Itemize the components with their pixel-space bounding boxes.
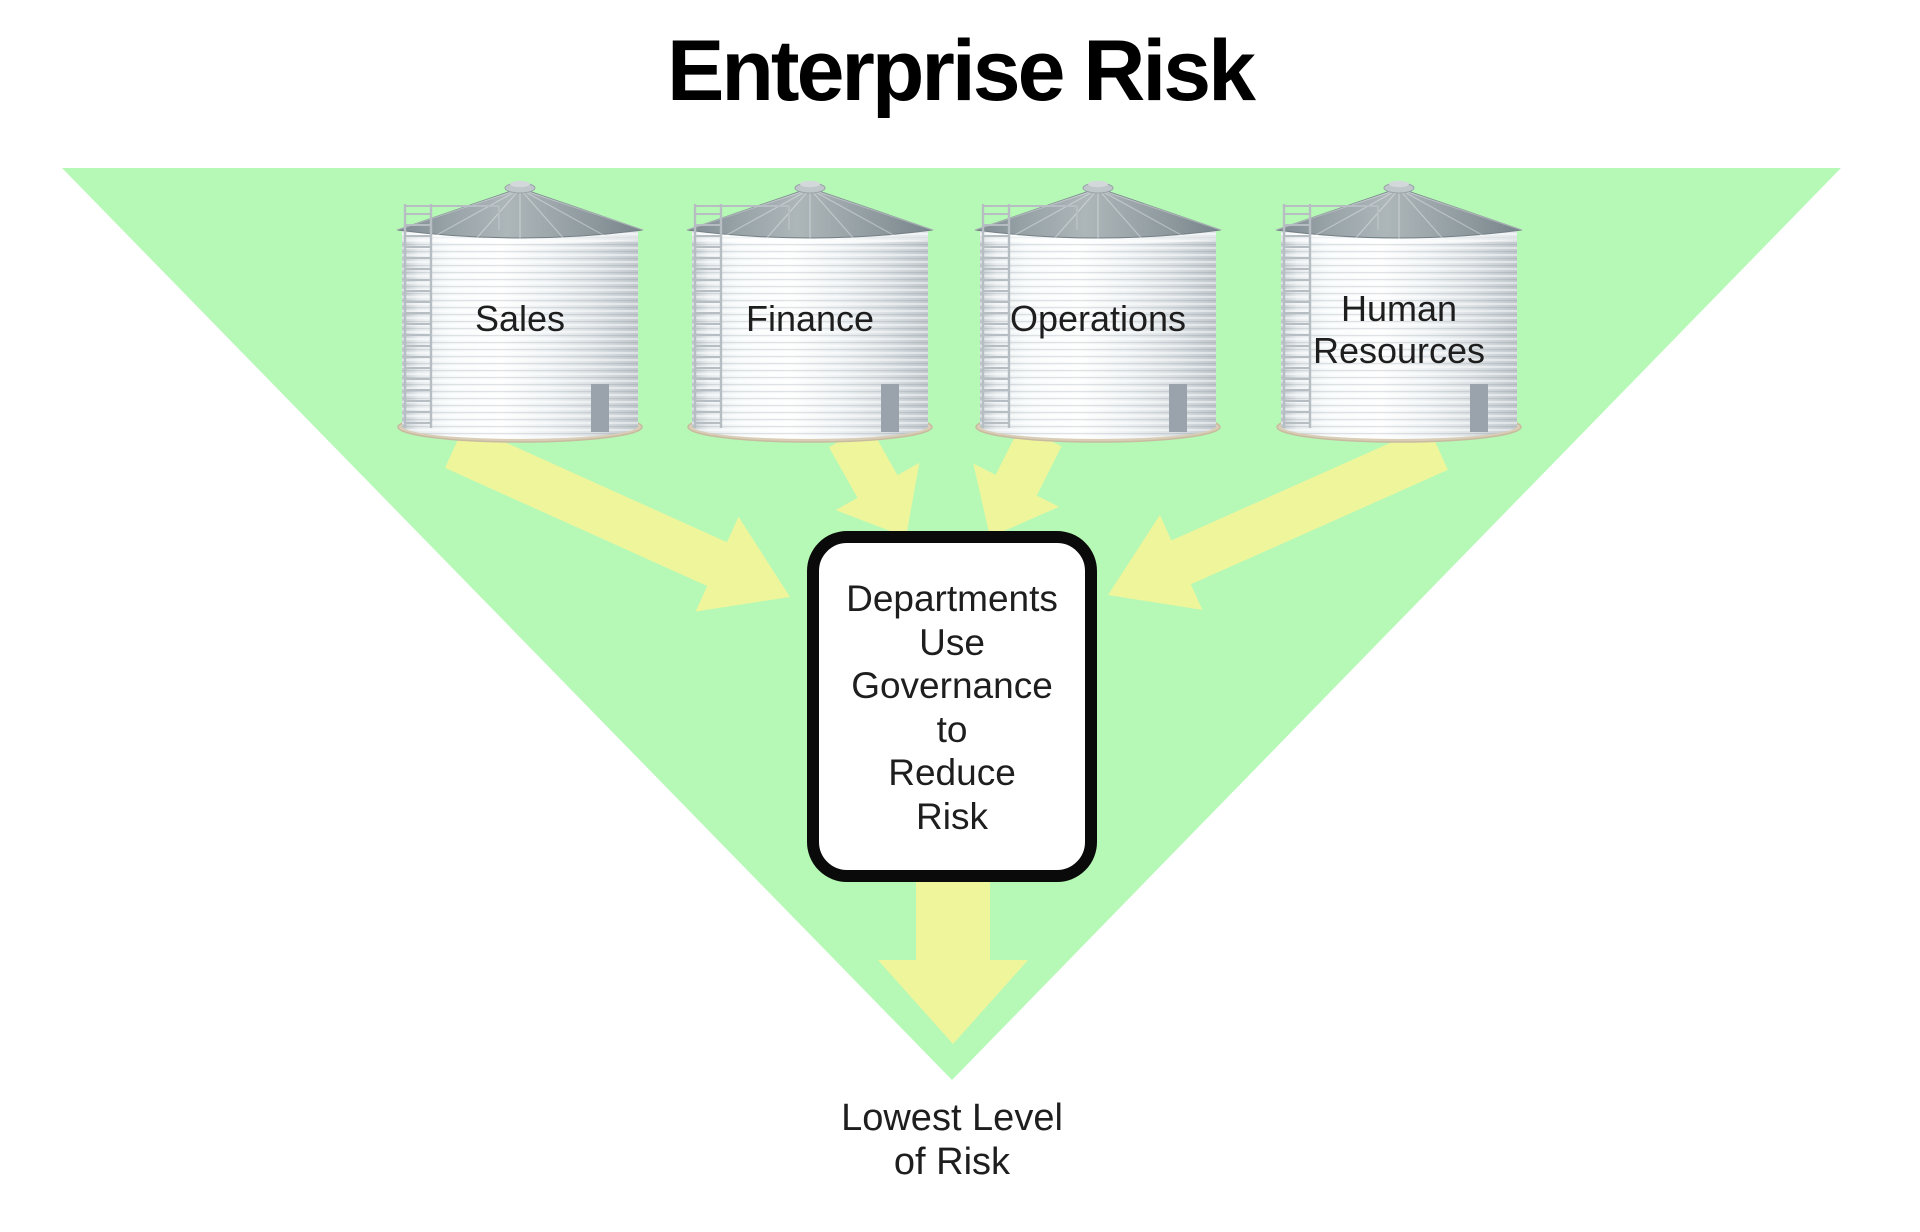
silo-roof bbox=[1275, 187, 1523, 239]
silo-human-resources bbox=[1275, 180, 1523, 443]
silo-door bbox=[591, 384, 609, 432]
silo-roof bbox=[396, 187, 644, 239]
arrow-hr-to-governance bbox=[1108, 426, 1448, 610]
silo-door bbox=[1470, 384, 1488, 432]
silo-ladder bbox=[403, 204, 500, 428]
silo-label-sales: Sales bbox=[474, 298, 566, 339]
arrows bbox=[445, 424, 1448, 1044]
silo-operations bbox=[974, 180, 1222, 443]
lowest-risk-caption: Lowest Level of Risk bbox=[841, 1097, 1063, 1183]
silo-roof bbox=[974, 187, 1222, 239]
silo-label-finance: Finance bbox=[745, 298, 875, 339]
governance-box: Departments Use Governance to Reduce Ris… bbox=[807, 531, 1097, 882]
silo-roof bbox=[686, 187, 934, 239]
silo-sales bbox=[396, 180, 644, 443]
silo-ladder bbox=[1282, 204, 1379, 428]
silo-door bbox=[1169, 384, 1187, 432]
arrow-governance-to-lowest-risk bbox=[878, 880, 1028, 1044]
silo-ladder bbox=[981, 204, 1078, 428]
silo-ladder bbox=[693, 204, 790, 428]
governance-box-text: Departments Use Governance to Reduce Ris… bbox=[846, 578, 1058, 837]
page-title: Enterprise Risk bbox=[667, 23, 1256, 119]
arrow-operations-to-governance bbox=[973, 425, 1062, 537]
arrow-finance-to-governance bbox=[829, 424, 920, 537]
silo-label-human-resources: Human Resources bbox=[1312, 288, 1486, 371]
silo-label-operations: Operations bbox=[1009, 298, 1187, 339]
arrow-sales-to-governance bbox=[445, 424, 790, 612]
silo-door bbox=[881, 384, 899, 432]
silo-finance bbox=[686, 180, 934, 443]
